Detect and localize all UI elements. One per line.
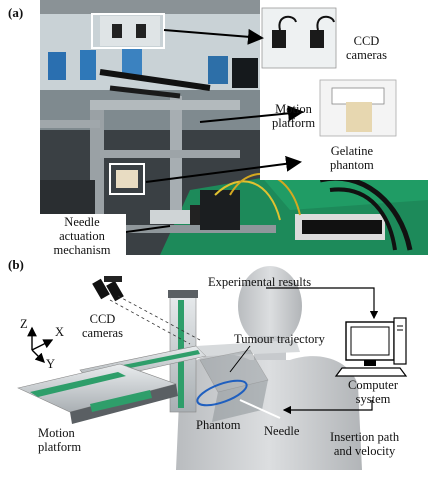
needle-label: Needle: [264, 424, 300, 438]
base-rail: [17, 363, 178, 424]
ccd-cameras-callout: CCD cameras: [346, 34, 387, 62]
phantom-label: Phantom: [196, 418, 241, 432]
insertion-arrow: [282, 400, 373, 415]
axis-y-label: Y: [46, 357, 56, 371]
ccd-cameras-label: CCD cameras: [82, 312, 123, 340]
needle-callout-line3: mechanism: [53, 243, 111, 257]
motion-label-line1: Motion: [38, 426, 75, 440]
ccd-callout-line1: CCD: [353, 34, 380, 48]
ccd-label-line1: CCD: [89, 312, 116, 326]
needle-callout-line1: Needle: [64, 215, 100, 229]
computer-label-line1: Computer: [348, 378, 398, 392]
motion-callout-line1: Motion: [275, 102, 312, 116]
needle-mechanism-callout: Needle actuation mechanism: [38, 214, 126, 258]
motion-label-line2: platform: [38, 440, 82, 454]
phantom-highlight-box: [109, 163, 145, 195]
experimental-results-label: Experimental results: [208, 275, 312, 289]
computer-system-label: Computer system: [348, 378, 398, 406]
tumour-trajectory-path: [196, 379, 248, 407]
gelatine-callout-line1: Gelatine: [330, 144, 374, 158]
needle-line: [239, 399, 281, 419]
photo-scene: [40, 0, 428, 255]
axis-x-label: X: [55, 325, 65, 339]
experimental-setup-photo: [40, 0, 428, 255]
axis-z-label: Z: [20, 317, 28, 331]
tumour-trajectory-label: Tumour trajectory: [234, 332, 325, 346]
results-arrow: [266, 287, 379, 320]
ccd-cameras-icon: [92, 276, 124, 302]
gelatine-callout-line2: phantom: [330, 158, 374, 172]
insertion-label-line2: and velocity: [333, 444, 396, 458]
trajectory-pointer: [229, 345, 251, 373]
needle-callout-line2: actuation: [59, 229, 105, 243]
ccd-label-line2: cameras: [82, 326, 123, 340]
insertion-path-label: Insertion path and velocity: [330, 430, 399, 458]
computer-label-line2: system: [355, 392, 391, 406]
coordinate-axes-icon: [27, 326, 54, 363]
motion-callout-line2: platform: [272, 116, 316, 130]
panel-b-label: (b): [8, 257, 24, 272]
insertion-label-line1: Insertion path: [330, 430, 400, 444]
panel-a-label: (a): [8, 5, 24, 20]
motion-platform-label: Motion platform: [38, 426, 81, 454]
computer-icon: [334, 317, 408, 377]
ccd-callout-line2: cameras: [346, 48, 387, 62]
gelatine-phantom-callout: Gelatine phantom: [330, 144, 374, 172]
motion-platform-callout: Motion platform: [272, 102, 315, 130]
